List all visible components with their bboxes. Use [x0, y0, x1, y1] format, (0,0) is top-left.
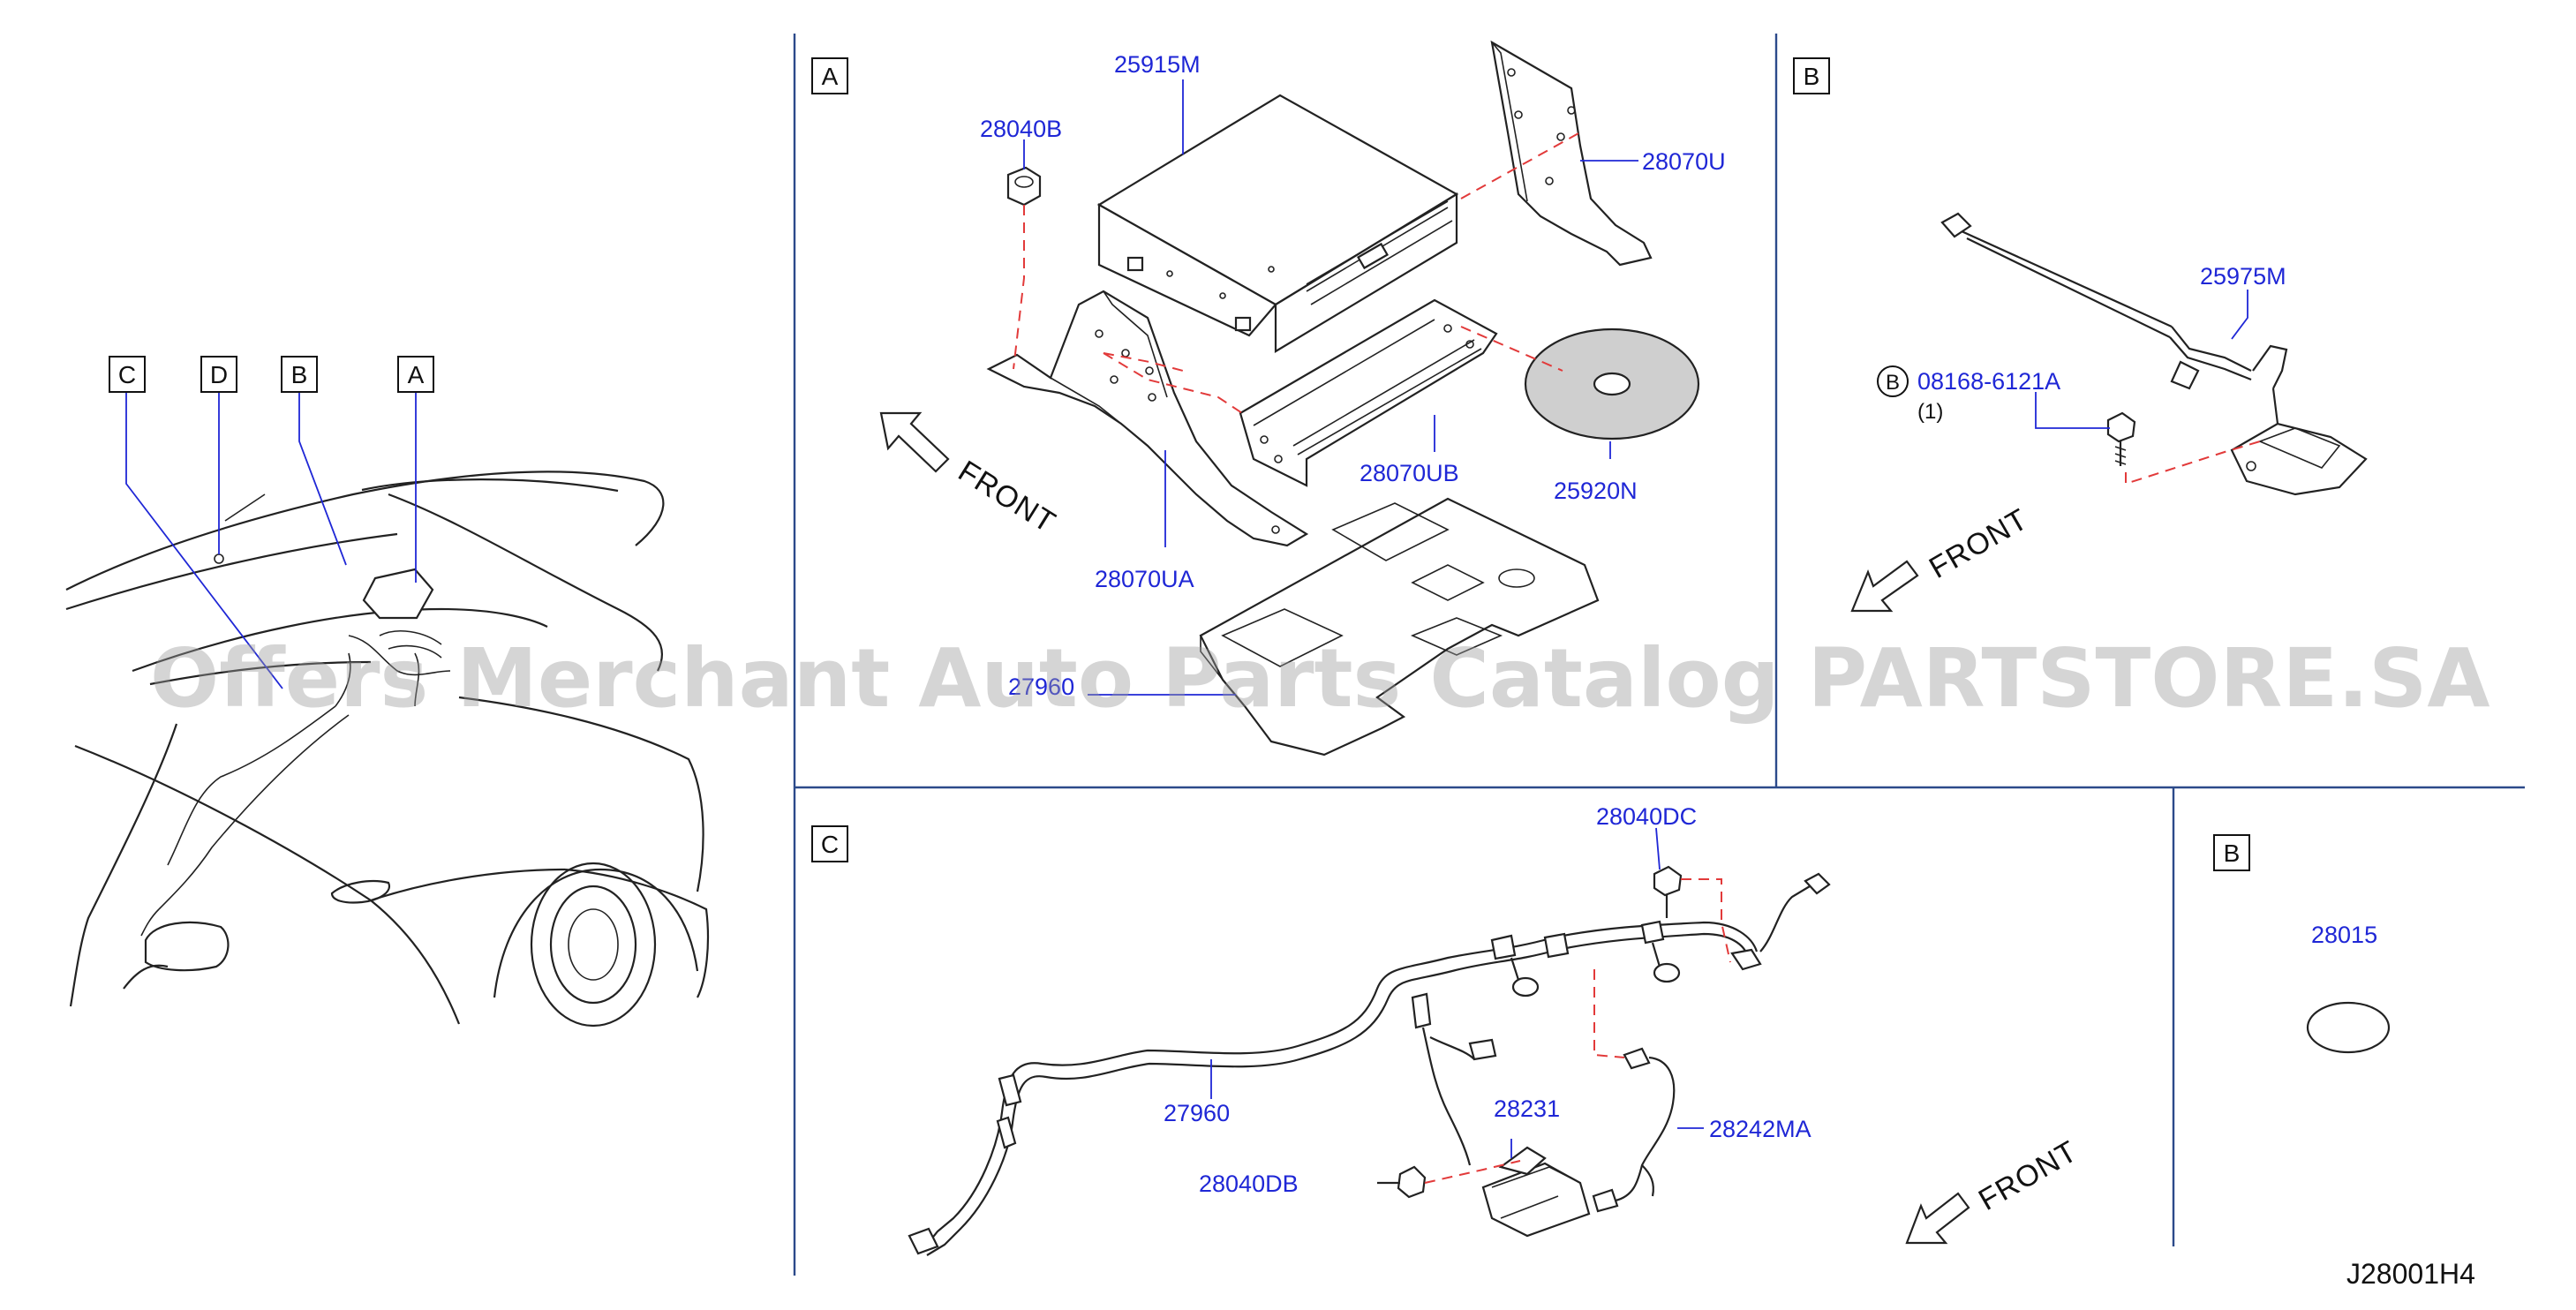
callout-28015: 28015	[2311, 922, 2377, 948]
harness-27960	[908, 865, 1831, 1256]
svg-text:D: D	[210, 361, 228, 388]
callout-08168-6121a: 08168-6121A	[1917, 368, 2060, 395]
panel-b-front-text: FRONT	[1924, 502, 2034, 585]
panel-b-bottom: B 28015	[2213, 834, 2391, 1054]
mat-part	[1199, 497, 1600, 757]
svg-text:B: B	[291, 361, 308, 388]
quantity-label: (1)	[1917, 400, 1943, 424]
overview-label-b: B	[281, 356, 318, 393]
panel-b-front-arrow-icon	[1850, 560, 1919, 613]
svg-text:A: A	[822, 63, 839, 90]
overview-label-a: A	[397, 356, 434, 393]
callout-28231: 28231	[1494, 1095, 1560, 1122]
svg-text:C: C	[118, 361, 136, 388]
sub-harness	[1411, 992, 1497, 1166]
panel-b-top: B	[1793, 57, 2368, 613]
callout-25920n: 25920N	[1554, 478, 1638, 504]
callout-28040dc: 28040DC	[1596, 803, 1697, 830]
bracket-28070ua	[986, 290, 1309, 547]
watermark-text: Offers Merchant Auto Parts Catalog PARTS…	[150, 631, 2490, 726]
panel-a-front-arrow-icon	[879, 411, 950, 473]
disc-25920n	[1524, 328, 1700, 440]
svg-text:B: B	[2224, 839, 2241, 867]
callout-28040b: 28040B	[980, 116, 1062, 142]
panel-c-leader-lines	[1210, 827, 1704, 1158]
bolt-08168-6121a	[2106, 411, 2136, 466]
callout-28070u: 28070U	[1642, 148, 1726, 175]
panel-b-leader-lines	[2035, 290, 2248, 429]
diagram-code: J28001H4	[2346, 1258, 2475, 1290]
antenna-module	[2230, 422, 2368, 496]
panel-a-front-text: FRONT	[953, 455, 1062, 540]
harness-28242ma	[1592, 1047, 1676, 1213]
callout-28242ma: 28242MA	[1709, 1116, 1811, 1142]
callout-28070ua: 28070UA	[1095, 566, 1194, 592]
bracket-28070u	[1490, 40, 1653, 267]
bolt-28040db	[1377, 1165, 1427, 1199]
svg-text:A: A	[408, 361, 425, 388]
svg-text:C: C	[821, 831, 839, 858]
pad-28015	[2306, 1001, 2391, 1054]
callout-28040db: 28040DB	[1199, 1171, 1299, 1197]
module-28231	[1481, 1146, 1591, 1238]
panel-c-front-arrow-icon	[1905, 1192, 1970, 1245]
panel-c-label: C	[811, 825, 848, 862]
svg-text:B: B	[1804, 63, 1820, 90]
panel-a-leader-lines	[1023, 79, 1638, 696]
callout-25975m: 25975M	[2200, 263, 2286, 290]
panel-a: A FRONT	[811, 40, 1726, 757]
cable-25975m	[1940, 212, 2288, 425]
bracket-28070ub	[1239, 298, 1498, 487]
svg-text:B: B	[1886, 371, 1900, 395]
vehicle-overview	[65, 471, 710, 1028]
callout-27960: 27960	[1164, 1100, 1230, 1126]
overview-label-d: D	[200, 356, 237, 393]
panel-c-front-text: FRONT	[1973, 1134, 2083, 1217]
panel-c-dashed-guides	[1424, 878, 1731, 1184]
panel-a-label: A	[811, 57, 848, 94]
audio-unit-25915m	[1096, 94, 1459, 353]
overview-label-c: C	[109, 356, 146, 393]
callout-27960-partial: 27960	[1008, 674, 1074, 700]
panel-b-top-label: B	[1793, 57, 1830, 94]
panel-c: C	[811, 803, 2083, 1256]
panel-dividers	[793, 34, 2525, 1276]
panel-b-dashed-guide	[2125, 440, 2261, 486]
panel-b-bottom-label: B	[2213, 834, 2250, 871]
panel-a-dashed-guides	[1013, 132, 1581, 416]
callout-25915m: 25915M	[1114, 51, 1201, 78]
nut-28040b	[1006, 166, 1042, 207]
callout-28070ub: 28070UB	[1360, 460, 1459, 486]
callout-b-circle: B	[1877, 365, 1909, 397]
overview-leader-lines	[125, 392, 417, 689]
